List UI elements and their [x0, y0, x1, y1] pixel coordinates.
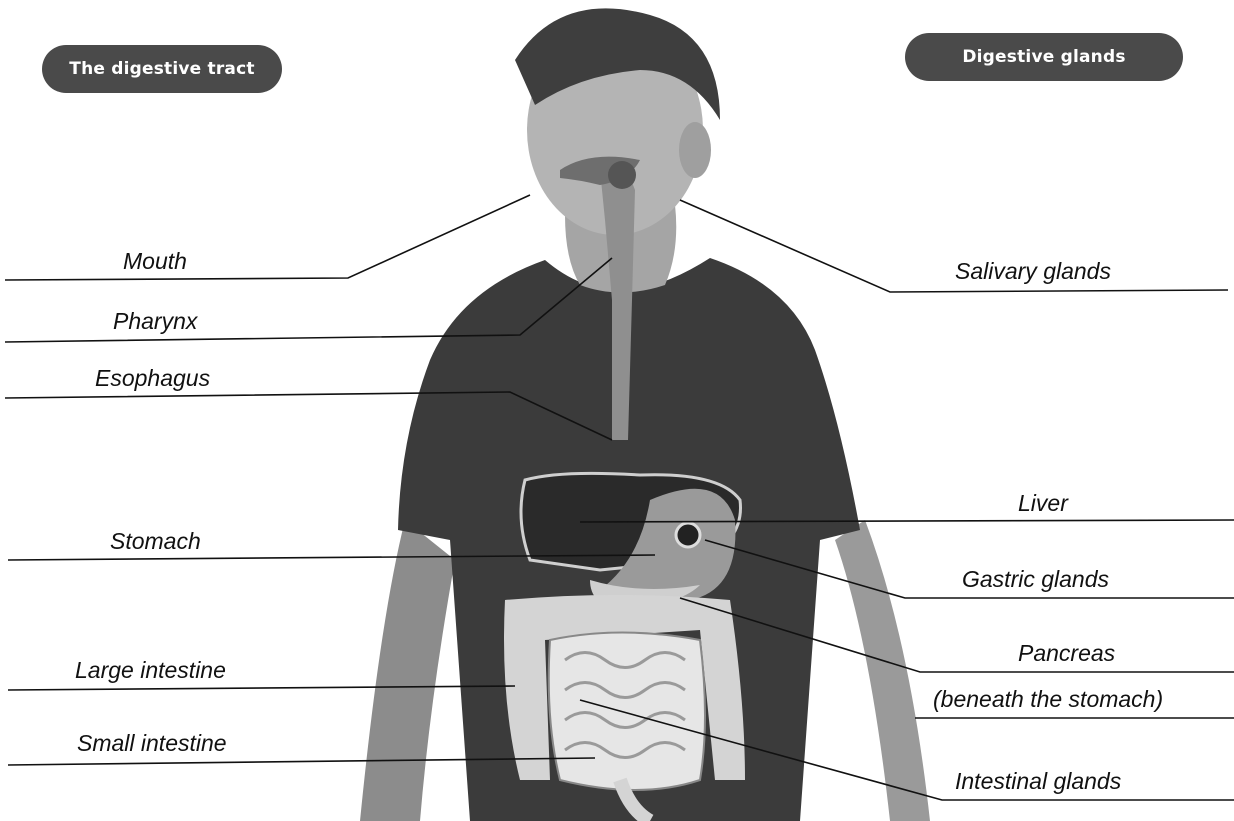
large-intestine-line: [8, 686, 515, 690]
digestive-tract-header: The digestive tract: [42, 45, 282, 93]
label-salivary-glands: Salivary glands: [955, 258, 1111, 285]
label-large-intestine: Large intestine: [75, 657, 226, 684]
label-gastric-glands: Gastric glands: [962, 566, 1109, 593]
label-pancreas-note: (beneath the stomach): [933, 686, 1163, 713]
label-intestinal-glands: Intestinal glands: [955, 768, 1121, 795]
salivary-line: [680, 200, 1228, 292]
gastric-spot: [676, 523, 700, 547]
label-stomach: Stomach: [110, 528, 201, 555]
mouth-line: [5, 195, 530, 280]
salivary-organ: [608, 161, 636, 189]
label-pharynx: Pharynx: [113, 308, 197, 335]
left-arm: [360, 520, 455, 821]
label-small-intestine: Small intestine: [77, 730, 227, 757]
label-liver: Liver: [1018, 490, 1068, 517]
ear: [679, 122, 711, 178]
label-esophagus: Esophagus: [95, 365, 210, 392]
label-mouth: Mouth: [123, 248, 187, 275]
label-pancreas: Pancreas: [1018, 640, 1115, 667]
digestive-glands-header: Digestive glands: [905, 33, 1183, 81]
